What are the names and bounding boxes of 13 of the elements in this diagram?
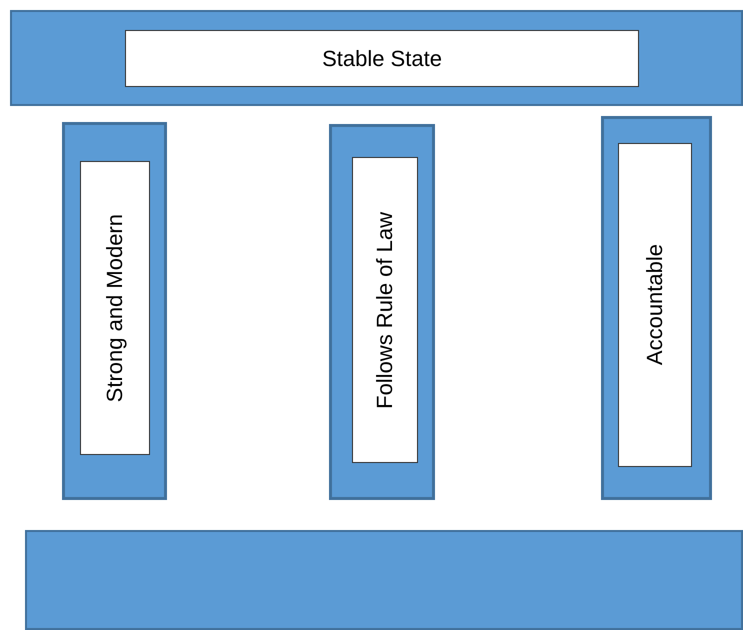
label-box (618, 143, 692, 467)
pillar (601, 116, 712, 500)
base-band (25, 530, 743, 630)
roof-band (10, 10, 743, 106)
vertical-label: Strong and Modern (102, 214, 128, 402)
label-box (80, 161, 150, 455)
label-box (125, 30, 639, 87)
pillar (62, 122, 167, 500)
pillar (329, 124, 435, 500)
label-box (352, 157, 418, 463)
vertical-label: Accountable (642, 244, 668, 366)
vertical-label: Follows Rule of Law (372, 212, 398, 408)
label: Stable State (322, 46, 442, 72)
